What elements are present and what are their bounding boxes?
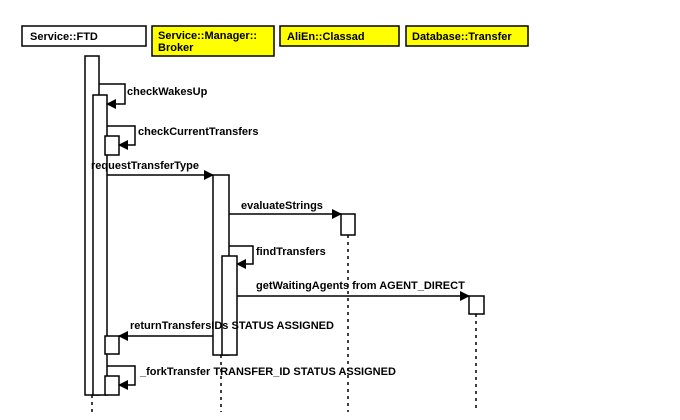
lifeline-box-ftd: [21, 25, 147, 47]
lifeline-header-broker: Service::Manager:: Broker: [151, 25, 275, 57]
lifeline-label-broker-line1: Service::Manager::: [158, 30, 257, 42]
lifeline-label-ftd: Service::FTD: [30, 31, 98, 43]
lifeline-label-transfer: Database::Transfer: [412, 31, 512, 43]
message-check-current-transfers: checkCurrentTransfers: [107, 125, 258, 150]
message-arrow-find-transfers: [229, 245, 254, 269]
lifeline-label-classad: AliEn::Classad: [287, 31, 365, 43]
message-arrow-check-current-transfers: [107, 125, 136, 150]
activation-transfer: [468, 295, 485, 315]
activation-ftd-check-transfers: [104, 135, 120, 156]
lifeline-header-transfer: Database::Transfer: [405, 25, 529, 47]
activation-ftd-return: [104, 335, 120, 355]
lifeline-box-broker: [151, 25, 275, 57]
message-arrow-fork-transfer: [107, 365, 136, 390]
message-label-fork-transfer: _forkTransfer TRANSFER_ID STATUS ASSIGNE…: [139, 366, 396, 378]
message-return-transfers-ids: returnTransfersIDs STATUS ASSIGNED: [118, 320, 334, 341]
message-label-return-transfers-ids: returnTransfersIDs STATUS ASSIGNED: [130, 320, 334, 332]
lifeline-label-broker-line2: Broker: [158, 42, 194, 54]
message-get-waiting-agents: getWaitingAgents from AGENT_DIRECT: [237, 280, 470, 301]
message-fork-transfer: _forkTransfer TRANSFER_ID STATUS ASSIGNE…: [107, 365, 396, 390]
message-label-evaluate-strings: evaluateStrings: [241, 200, 323, 212]
message-check-wakes-up: checkWakesUp: [99, 83, 208, 109]
lifeline-header-classad: AliEn::Classad: [279, 25, 400, 47]
activation-broker-nested: [221, 255, 238, 356]
activation-ftd-fork: [104, 375, 120, 396]
lifeline-header-ftd: Service::FTD: [21, 25, 147, 47]
message-find-transfers: findTransfers: [229, 245, 326, 269]
message-label-check-current-transfers: checkCurrentTransfers: [138, 126, 258, 138]
message-request-transfer-type: requestTransferType: [91, 160, 214, 180]
message-evaluate-strings: evaluateStrings: [229, 200, 342, 219]
message-label-find-transfers: findTransfers: [256, 246, 326, 258]
message-label-get-waiting-agents: getWaitingAgents from AGENT_DIRECT: [256, 280, 465, 292]
message-label-request-transfer-type: requestTransferType: [91, 160, 199, 172]
lifeline-box-transfer: [405, 25, 529, 47]
activation-ftd-nested: [92, 94, 108, 396]
lifeline-box-classad: [279, 25, 400, 47]
message-label-check-wakes-up: checkWakesUp: [127, 86, 208, 98]
activation-classad: [340, 213, 356, 236]
message-arrow-check-wakes-up: [99, 83, 126, 109]
